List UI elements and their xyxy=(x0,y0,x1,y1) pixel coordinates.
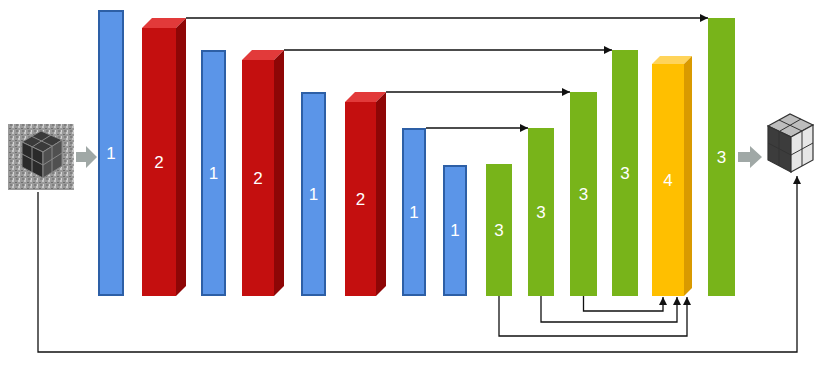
input-arrow xyxy=(76,146,97,168)
pool-block: 2 xyxy=(142,28,176,296)
block-number: 3 xyxy=(620,165,629,182)
block-side-face xyxy=(176,18,186,296)
deconv-block: 3 xyxy=(708,18,735,296)
conv-block: 1 xyxy=(201,50,226,296)
block-number: 3 xyxy=(494,222,503,239)
block-side-face xyxy=(376,92,386,296)
block-number: 1 xyxy=(209,165,218,182)
skip-connection xyxy=(541,296,677,322)
skip-connection xyxy=(284,49,612,50)
pool-block: 2 xyxy=(345,102,376,296)
deconv-block: 3 xyxy=(528,128,554,296)
conv-block: 1 xyxy=(301,92,326,296)
block-number: 1 xyxy=(450,222,459,239)
block-side-face xyxy=(684,56,692,296)
concat-block: 4 xyxy=(652,64,684,296)
block-number: 4 xyxy=(663,172,672,189)
skip-connection xyxy=(584,296,664,311)
pool-block: 2 xyxy=(242,60,274,296)
skip-connection xyxy=(186,17,708,18)
block-number: 3 xyxy=(536,204,545,221)
deconv-block: 3 xyxy=(570,92,597,296)
skip-connection xyxy=(426,127,528,128)
block-side-face xyxy=(274,50,284,296)
conv-block: 1 xyxy=(402,128,426,296)
block-number: 1 xyxy=(106,145,115,162)
conv-block: 1 xyxy=(98,10,124,296)
block-number: 1 xyxy=(309,186,318,203)
block-number: 3 xyxy=(717,149,726,166)
conv-block: 1 xyxy=(443,165,467,296)
input-image xyxy=(8,124,74,190)
deconv-block: 3 xyxy=(612,50,638,296)
output-image xyxy=(768,114,813,172)
deconv-block: 3 xyxy=(486,164,512,296)
block-number: 2 xyxy=(253,170,262,187)
skip-connection xyxy=(386,91,570,92)
block-number: 1 xyxy=(409,204,418,221)
skip-connection xyxy=(499,296,687,336)
block-number: 3 xyxy=(579,186,588,203)
block-number: 2 xyxy=(356,191,365,208)
block-number: 2 xyxy=(154,154,163,171)
output-arrow xyxy=(738,146,762,168)
